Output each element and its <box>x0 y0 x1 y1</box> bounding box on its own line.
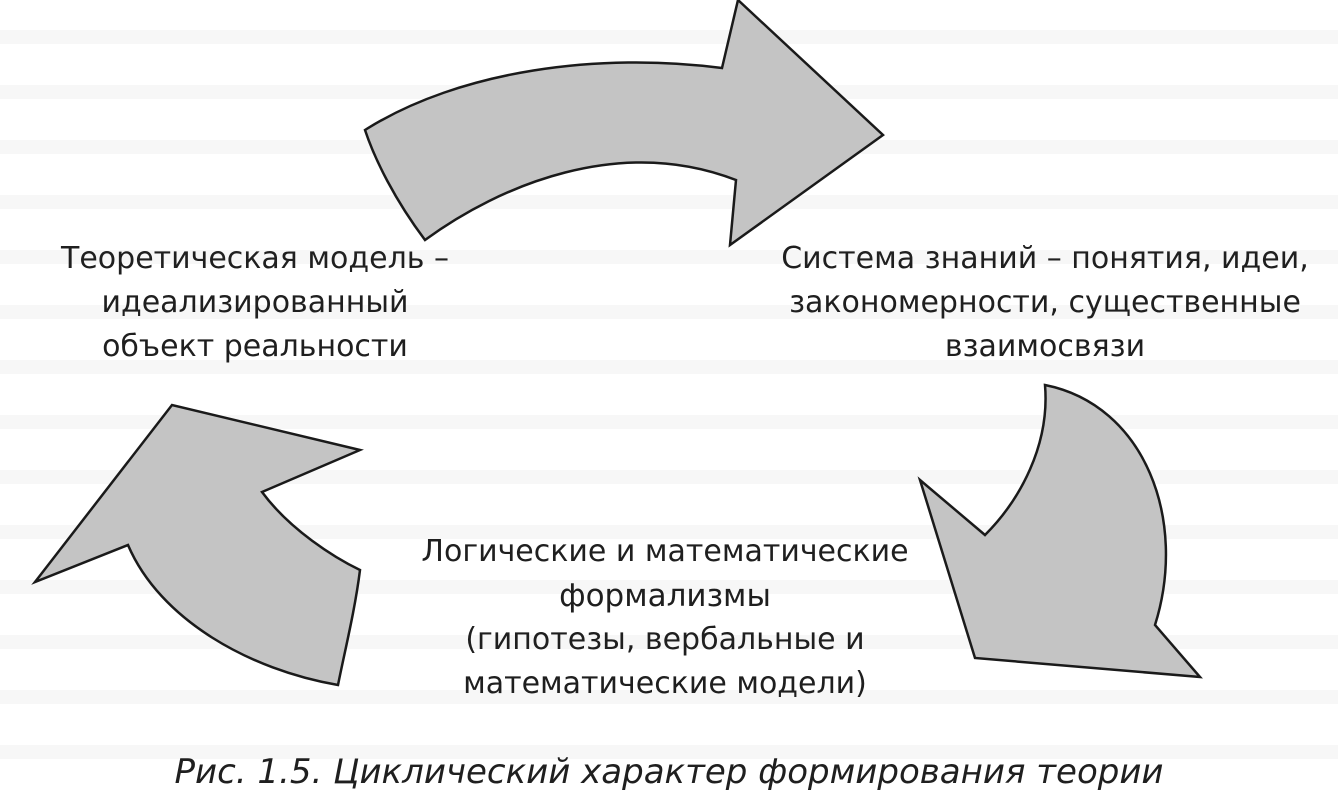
node-formalisms: Логические и математические формализмы (… <box>370 530 960 706</box>
node-model-line-3: объект реальности <box>102 329 408 364</box>
node-formalisms-line-2: формализмы <box>559 578 771 614</box>
node-formalisms-line-4: математические модели) <box>463 666 867 701</box>
node-knowledge-system: Система знаний – понятия, идеи, закономе… <box>755 237 1335 369</box>
node-model-line-2: идеализированный <box>101 285 409 320</box>
node-model-line-1: Теоретическая модель – <box>61 241 449 276</box>
node-formalisms-line-3: (гипотезы, вербальные и <box>465 622 865 657</box>
node-theoretical-model: Теоретическая модель – идеализированный … <box>20 237 490 369</box>
arrow-formalisms-to-model <box>31 403 364 687</box>
node-knowledge-line-1: Система знаний – понятия, идеи, <box>781 241 1309 276</box>
node-knowledge-line-2: закономерности, существенные <box>789 285 1301 320</box>
figure-caption: Рис. 1.5. Циклический характер формирова… <box>174 752 1164 792</box>
arrow-model-to-knowledge <box>363 0 885 248</box>
node-knowledge-line-3: взаимосвязи <box>944 329 1146 364</box>
node-formalisms-line-1: Логические и математические <box>421 534 909 569</box>
arrow-knowledge-to-formalisms <box>917 383 1203 679</box>
